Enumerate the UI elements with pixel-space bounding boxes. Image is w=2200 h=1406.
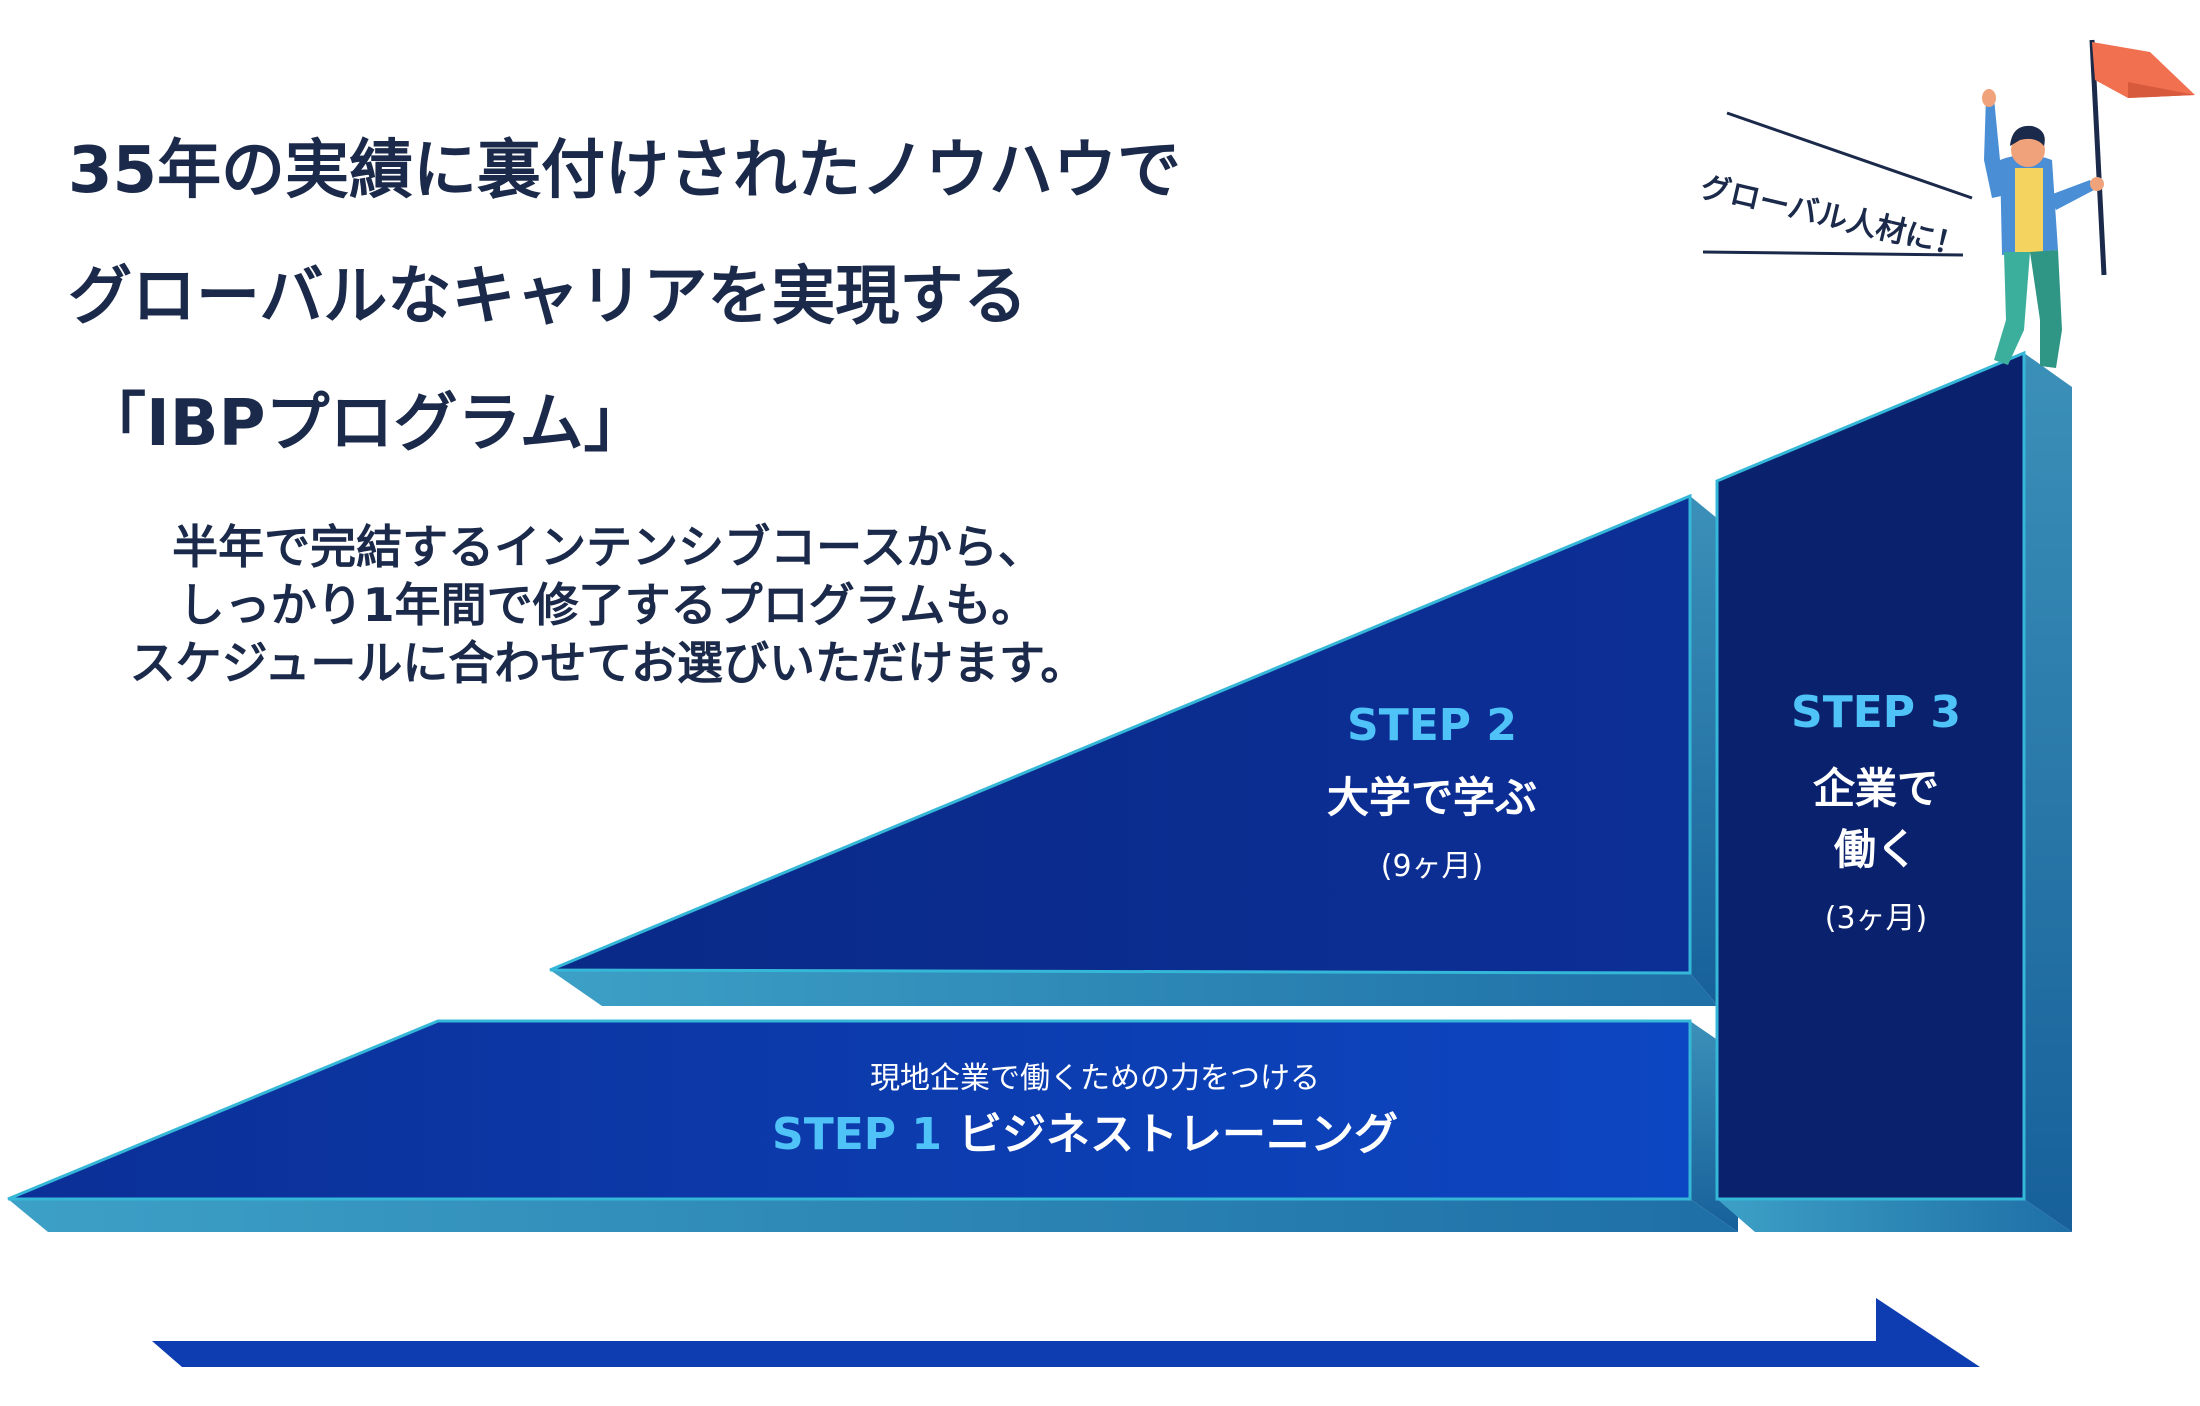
- heading: 35年の実績に裏付けされたノウハウで グローバルなキャリアを実現する 「IBPプ…: [68, 134, 1181, 461]
- callout-line-bottom: [1702, 250, 1964, 257]
- step1-face: [7, 1019, 1692, 1201]
- step1-title: ビジネストレーニング: [958, 1109, 1398, 1160]
- step3-label: STEP 3: [1791, 687, 1961, 738]
- step3-duration: (3ヶ月): [1825, 901, 1928, 936]
- callout: グローバル人材に！: [1697, 111, 1973, 264]
- heading-line-1: 35年の実績に裏付けされたノウハウで: [68, 134, 1181, 208]
- step1-bevel-bottom: [8, 1199, 1738, 1232]
- step2-duration: (9ヶ月): [1381, 849, 1484, 884]
- description: 半年で完結するインテンシブコースから、 しっかり1年間で修了するプログラムも。 …: [130, 520, 1087, 690]
- callout-line-top: [1726, 111, 1973, 200]
- step2-title: 大学で学ぶ: [1327, 773, 1537, 822]
- step3-title-line-2: 働く: [1834, 825, 1918, 874]
- flag-icon: [2089, 39, 2195, 276]
- step1-block: 現地企業で働くための力をつける STEP 1 ビジネストレーニング: [7, 1019, 1738, 1232]
- step3-title-line-1: 企業で: [1813, 764, 1939, 813]
- step2-bevel-side: [1690, 496, 1718, 1006]
- description-line-3: スケジュールに合わせてお選びいただけます。: [130, 636, 1087, 690]
- step3-block: STEP 3 企業で 働く (3ヶ月): [1715, 350, 2072, 1232]
- step2-face: [549, 493, 1692, 975]
- description-line-2: しっかり1年間で修了するプログラムも。: [179, 578, 1038, 632]
- step3-bevel-side: [2024, 353, 2072, 1232]
- step1-label: STEP 1: [772, 1109, 942, 1160]
- step3-face: [1715, 350, 2026, 1201]
- step2-bevel-bottom: [550, 970, 1718, 1006]
- step1-caption: 現地企業で働くための力をつける: [870, 1061, 1320, 1096]
- heading-line-3: 「IBPプログラム」: [82, 387, 648, 461]
- step2-block: STEP 2 大学で学ぶ (9ヶ月): [549, 493, 1718, 1006]
- heading-line-2: グローバルなキャリアを実現する: [68, 260, 1027, 334]
- progress-arrow: [152, 1298, 1980, 1367]
- person-with-flag-illustration: [1982, 39, 2195, 368]
- step3-bevel-bottom: [1717, 1199, 2072, 1232]
- step2-label: STEP 2: [1347, 700, 1517, 751]
- description-line-1: 半年で完結するインテンシブコースから、: [172, 520, 1044, 574]
